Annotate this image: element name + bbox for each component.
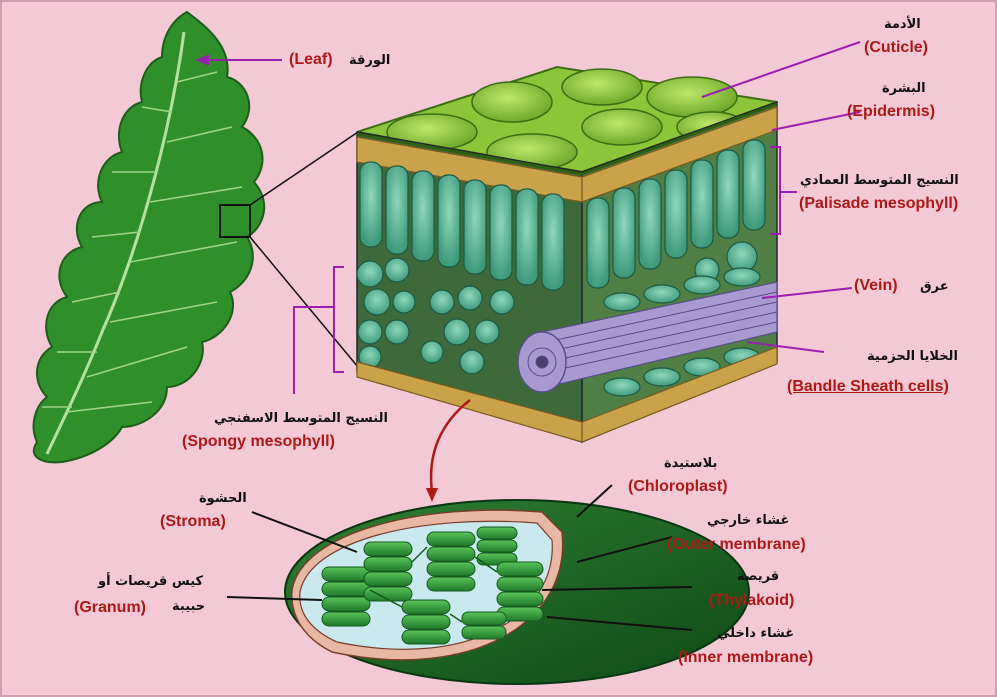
epidermis-label-en: (Epidermis): [847, 104, 935, 120]
epidermis-label-ar: البشرة: [882, 82, 926, 95]
palisade-label-ar: النسيج المتوسط العمادي: [800, 174, 959, 187]
thylakoid-label-en: (Thylakoid): [709, 593, 794, 609]
vein-label-en: (Vein): [854, 278, 898, 294]
outer-membrane-label-en: (Outer membrane): [667, 537, 806, 553]
inner-membrane-label-ar: غشاء داخلي: [717, 627, 794, 640]
cuticle-label-en: (Cuticle): [864, 40, 928, 56]
granum-label-ar-line1: كيس قريصات أو: [98, 575, 203, 588]
granum-label-ar-line2: حبيبة: [172, 600, 205, 613]
granum-label-en: (Granum): [74, 600, 146, 616]
stroma-label-en: (Stroma): [160, 514, 226, 530]
vein-label-ar: عرق: [920, 280, 949, 293]
spongy-label-en: (Spongy mesophyll): [182, 434, 335, 450]
bundle-sheath-label-en: (Bandle Sheath cells): [787, 379, 949, 395]
inner-membrane-label-en: (Inner membrane): [678, 650, 813, 666]
cuticle-label-ar: الأدمة: [884, 18, 921, 31]
outer-membrane-label-ar: غشاء خارجي: [707, 514, 789, 527]
spongy-label-ar: النسيج المتوسط الاسفنجي: [214, 412, 388, 425]
palisade-label-en: (Palisade mesophyll): [799, 196, 958, 212]
stroma-label-ar: الحشوة: [199, 492, 247, 505]
bundle-sheath-label-ar: الخلايا الحزمية: [867, 350, 958, 363]
thylakoid-label-ar: قريصة: [737, 570, 779, 583]
leaf-label-en: (Leaf): [289, 52, 333, 68]
leaf-label-ar: الورقة: [349, 54, 390, 67]
chloroplast-label-en: (Chloroplast): [628, 479, 728, 495]
leaf-cross-section: [357, 67, 777, 442]
chloroplast-label-ar: بلاستيدة: [664, 457, 717, 470]
leaf-shape: [34, 12, 265, 462]
